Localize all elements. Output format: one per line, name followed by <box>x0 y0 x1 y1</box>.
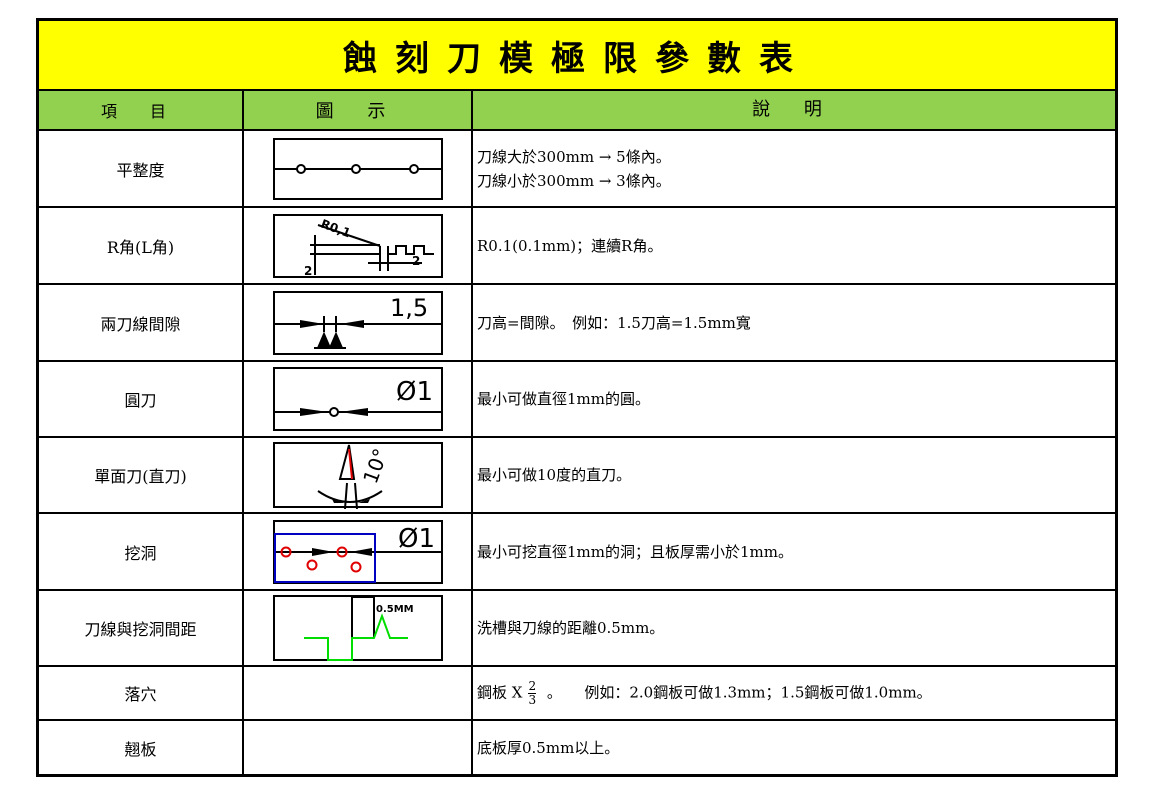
description: R0.1(0.1mm)；連續R角。 <box>473 208 1115 283</box>
item-label: R角(L角) <box>39 208 244 283</box>
item-label: 單面刀(直刀) <box>39 438 244 512</box>
item-label: 翹板 <box>39 721 244 774</box>
r-corner-diagram: R0,1 2 2 <box>272 213 443 278</box>
description: 洗槽與刀線的距離0.5mm。 <box>473 591 1115 665</box>
figure-cell: 1,5 <box>244 285 473 360</box>
desc-line: 最小可挖直徑1mm的洞；且板厚需小於1mm。 <box>477 542 793 561</box>
flatness-diagram <box>272 137 443 200</box>
desc-text: 。 例如：2.0鋼板可做1.3mm；1.5鋼板可做1.0mm。 <box>542 683 932 701</box>
desc-text: 鋼板 X <box>477 683 523 701</box>
figure-cell: R0,1 2 2 <box>244 208 473 283</box>
item-label: 刀線與挖洞間距 <box>39 591 244 665</box>
item-label: 平整度 <box>39 131 244 206</box>
figure-cell: 10° <box>244 438 473 512</box>
description: 底板厚0.5mm以上。 <box>473 721 1115 774</box>
description: 刀高=間隙。 例如：1.5刀高=1.5mm寬 <box>473 285 1115 360</box>
diameter-label: Ø1 <box>396 377 433 407</box>
table-row: 翹板 底板厚0.5mm以上。 <box>39 721 1115 774</box>
table-row: 平整度 刀線大於300mm → 5條內。刀線小於300mm → 3條內。 <box>39 131 1115 208</box>
header-desc: 說 明 <box>752 99 836 120</box>
dim-label: 2 <box>304 264 312 278</box>
description: 最小可做10度的直刀。 <box>473 438 1115 512</box>
item-label: 兩刀線間隙 <box>39 285 244 360</box>
desc-line: R0.1(0.1mm)；連續R角。 <box>477 236 663 255</box>
header-figure: 圖 示 <box>244 91 473 129</box>
item-label: 落穴 <box>39 667 244 719</box>
desc-line: 洗槽與刀線的距離0.5mm。 <box>477 619 665 637</box>
description: 刀線大於300mm → 5條內。刀線小於300mm → 3條內。 <box>473 131 1115 206</box>
spacing-diagram: 0.5MM <box>272 595 443 661</box>
desc-line: 刀線小於300mm → 3條內。 <box>477 171 671 190</box>
desc-line: 刀高=間隙。 例如：1.5刀高=1.5mm寬 <box>477 313 751 332</box>
description: 最小可做直徑1mm的圓。 <box>473 362 1115 436</box>
parameter-table: 蝕刻刀模極限參數表 項 目 圖 示 說 明 平整度 刀線大於300mm → 5條… <box>36 18 1118 777</box>
desc-line: 最小可做直徑1mm的圓。 <box>477 390 650 408</box>
spacing-label: 0.5MM <box>376 604 414 615</box>
fraction-numerator: 2 <box>528 678 537 694</box>
figure-cell <box>244 667 473 719</box>
figure-cell: Ø1 <box>244 362 473 436</box>
table-title: 蝕刻刀模極限參數表 <box>39 21 1115 91</box>
table-row: 刀線與挖洞間距 0.5MM 洗槽與刀線的距離0.5mm。 <box>39 591 1115 667</box>
table-row: 單面刀(直刀) 10° 最小可做10度的直刀。 <box>39 438 1115 514</box>
item-label: 挖洞 <box>39 514 244 589</box>
dim-label: 2 <box>412 254 420 268</box>
figure-cell <box>244 131 473 206</box>
radius-label: R0,1 <box>318 216 351 240</box>
table-row: 挖洞 Ø1 最小可挖直徑1mm的洞；且板厚需小於1mm。 <box>39 514 1115 591</box>
single-bevel-diagram: 10° <box>272 442 443 509</box>
table-row: 兩刀線間隙 1,5 刀高=間隙。 例如：1.5刀高=1.5mm寬 <box>39 285 1115 362</box>
angle-label: 10° <box>358 445 393 487</box>
desc-line: 底板厚0.5mm以上。 <box>477 738 620 757</box>
gap-diagram: 1,5 <box>272 290 443 355</box>
table-row: R角(L角) R0,1 2 2 R0.1(0.1mm)；連續R角。 <box>39 208 1115 285</box>
header-item: 項 目 <box>39 91 244 129</box>
hole-diagram: Ø1 <box>272 519 443 584</box>
header-row: 項 目 圖 示 說 明 <box>39 91 1115 131</box>
gap-label: 1,5 <box>390 294 428 322</box>
desc-line: 刀線大於300mm → 5條內。 <box>477 147 671 166</box>
figure-cell: 0.5MM <box>244 591 473 665</box>
description: 最小可挖直徑1mm的洞；且板厚需小於1mm。 <box>473 514 1115 589</box>
fraction-denominator: 3 <box>528 692 537 707</box>
figure-cell <box>244 721 473 774</box>
figure-cell: Ø1 <box>244 514 473 589</box>
desc-line: 最小可做10度的直刀。 <box>477 466 632 484</box>
round-knife-diagram: Ø1 <box>272 367 443 431</box>
diameter-label: Ø1 <box>398 524 435 554</box>
item-label: 圓刀 <box>39 362 244 436</box>
table-row: 圓刀 Ø1 最小可做直徑1mm的圓。 <box>39 362 1115 438</box>
